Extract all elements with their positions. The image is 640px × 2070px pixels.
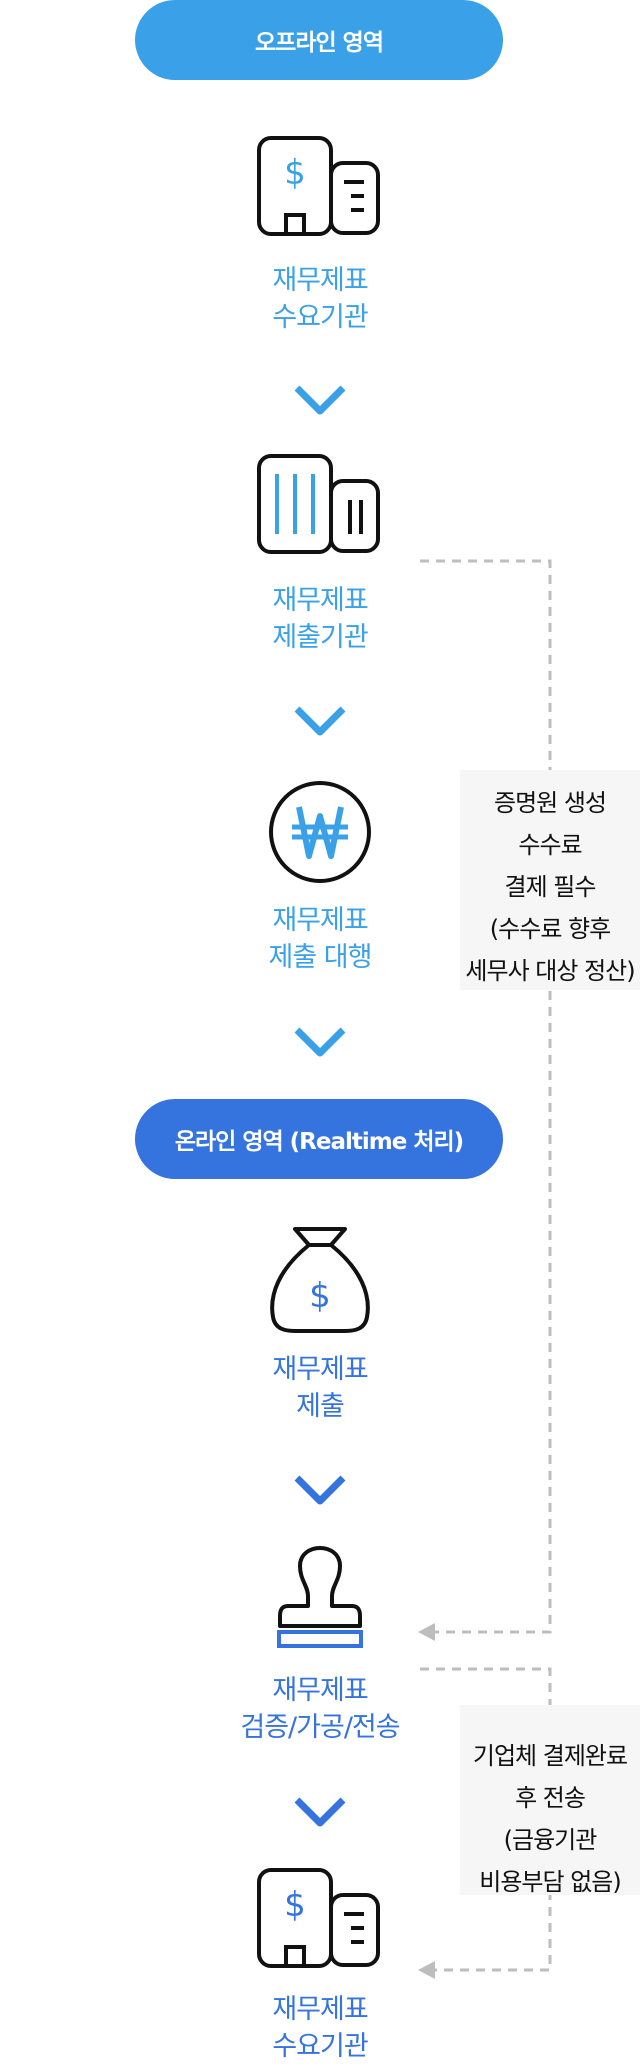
office-building-icon	[257, 454, 380, 554]
svg-text:$: $	[309, 1276, 331, 1316]
chevron-down-icon	[294, 706, 346, 736]
offline-area-label: 오프라인 영역	[255, 30, 384, 56]
won-coin-icon	[269, 781, 371, 883]
arrowhead-icon	[418, 1961, 435, 1979]
stamp-icon	[277, 1546, 363, 1648]
arrowhead-icon	[418, 1623, 435, 1641]
offline-area-header: 오프라인 영역	[135, 0, 503, 80]
svg-text:$: $	[284, 1885, 306, 1925]
office-building-dollar-icon: $	[257, 1868, 380, 1968]
office-building-dollar-icon: $	[257, 136, 380, 236]
online-area-header: 온라인 영역 (Realtime 처리)	[135, 1099, 503, 1179]
note-fee-certificate: 증명원 생성 수수료 결제 필수 (수수료 향후 세무사 대상 정산)	[460, 770, 640, 990]
connector-submitting-to-verify	[420, 559, 552, 1634]
note-payment-complete: 기업체 결제완료 후 전송 (금융기관 비용부담 없음)	[460, 1705, 640, 1896]
money-bag-icon: $	[270, 1227, 370, 1333]
svg-text:$: $	[284, 153, 306, 193]
online-area-label: 온라인 영역 (Realtime 처리)	[174, 1129, 464, 1155]
chevron-down-icon	[294, 385, 346, 415]
chevron-down-icon	[294, 1797, 346, 1827]
chevron-down-icon	[294, 1027, 346, 1057]
chevron-down-icon	[294, 1475, 346, 1505]
